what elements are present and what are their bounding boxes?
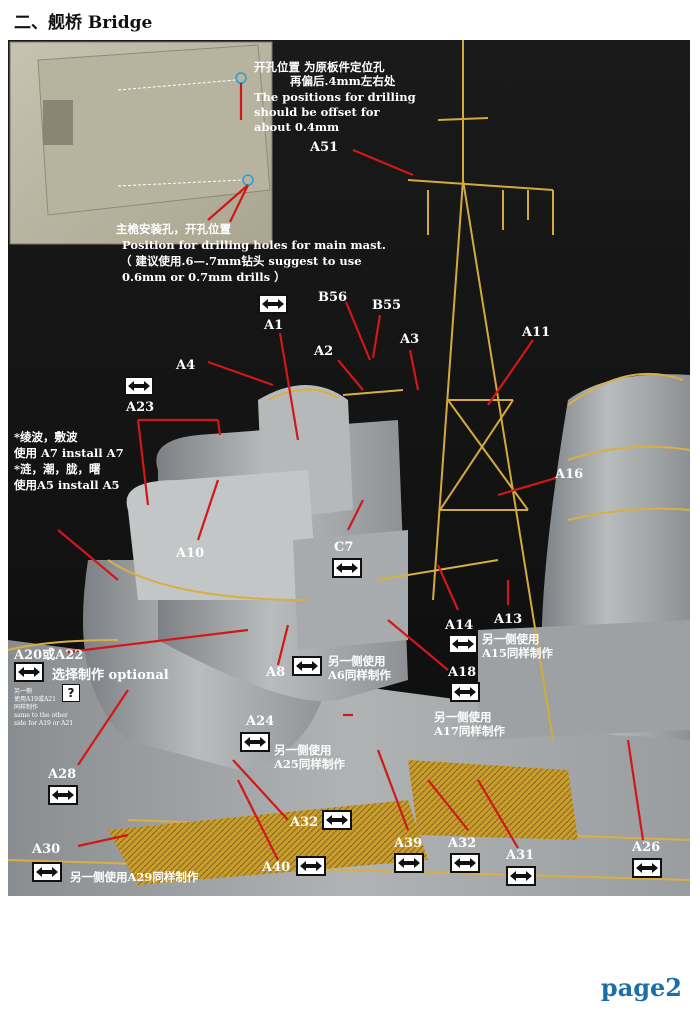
bridge-illustration — [8, 40, 690, 896]
double-arrow-icon — [452, 639, 474, 649]
inset-note-mast-en2: 0.6mm or 0.7mm drills ） — [122, 270, 286, 284]
double-arrow-icon — [262, 299, 284, 309]
label-a23: A23 — [126, 400, 155, 415]
orientation-arrow-icon — [292, 656, 322, 676]
note-optional: 选择制作 optional — [52, 668, 169, 683]
note-a20-tiny1: 另一侧 — [14, 688, 33, 695]
orientation-arrow-icon — [124, 376, 154, 396]
label-a24: A24 — [246, 714, 275, 729]
label-a28: A28 — [48, 767, 77, 782]
orientation-arrow-icon — [14, 662, 44, 682]
double-arrow-icon — [454, 687, 476, 697]
orientation-arrow-icon — [632, 858, 662, 878]
label-a51: A51 — [310, 140, 339, 155]
note-a8: 另一侧使用 — [328, 654, 386, 668]
label-a40: A40 — [262, 860, 291, 875]
orientation-arrow-icon — [450, 682, 480, 702]
label-a11: A11 — [522, 325, 551, 340]
double-arrow-icon — [636, 863, 658, 873]
label-a30: A30 — [32, 842, 61, 857]
inset-note-drill-offset-en2: should be offset for — [254, 105, 380, 119]
label-a16: A16 — [555, 467, 584, 482]
double-arrow-icon — [52, 790, 74, 800]
label-a31: A31 — [506, 848, 535, 863]
side-note-line2: 使用 A7 install A7 — [14, 446, 124, 460]
orientation-arrow-icon — [258, 294, 288, 314]
label-a2: A2 — [314, 344, 334, 359]
double-arrow-icon — [18, 667, 40, 677]
orientation-arrow-icon — [450, 853, 480, 873]
section-title: 二、舰桥 Bridge — [14, 13, 153, 33]
inset-note-drill-offset-cn: 开孔位置 为原板件定位孔 — [254, 60, 385, 74]
label-a14: A14 — [445, 618, 474, 633]
orientation-arrow-icon — [332, 558, 362, 578]
double-arrow-icon — [244, 737, 266, 747]
bridge-photo: 开孔位置 为原板件定位孔 再偏后.4mm左右处 The positions fo… — [8, 40, 690, 896]
orientation-arrow-icon — [240, 732, 270, 752]
label-a32-right: A32 — [448, 836, 477, 851]
note-a20-tiny3: 同样制作 — [14, 704, 39, 711]
label-a8: A8 — [266, 665, 286, 680]
note-a20-tiny5: side for A19 or A21 — [14, 720, 74, 727]
label-a1: A1 — [264, 318, 284, 333]
double-arrow-icon — [454, 858, 476, 868]
label-a32-left: A32 — [290, 815, 319, 830]
inset-note-mast-cn2: （ 建议使用.6—.7mm钻头 suggest to use — [120, 254, 362, 268]
inset-note-drill-offset-cn2: 再偏后.4mm左右处 — [290, 74, 396, 88]
note-a18b: A17同样制作 — [434, 724, 505, 738]
label-a39: A39 — [394, 836, 423, 851]
orientation-arrow-icon — [394, 853, 424, 873]
label-a18: A18 — [448, 665, 477, 680]
orientation-arrow-icon — [32, 862, 62, 882]
note-a20-tiny2: 使用A19或A21 — [14, 696, 56, 703]
question-icon: ? — [62, 684, 80, 702]
note-a8b: A6同样制作 — [328, 668, 391, 682]
label-a13: A13 — [494, 612, 523, 627]
double-arrow-icon — [296, 661, 318, 671]
label-a3: A3 — [400, 332, 420, 347]
note-a14: 另一侧使用 — [482, 632, 540, 646]
orientation-arrow-icon — [448, 634, 478, 654]
label-b55: B55 — [372, 298, 402, 313]
double-arrow-icon — [326, 815, 348, 825]
page-number: page2 — [600, 973, 682, 1002]
note-a30: 另一侧使用A29同样制作 — [70, 870, 199, 884]
inset-note-mast-cn: 主桅安装孔，开孔位置 — [116, 222, 231, 236]
label-a26: A26 — [632, 840, 661, 855]
inset-note-mast-en: Position for drilling holes for main mas… — [122, 238, 386, 252]
label-a10: A10 — [176, 546, 205, 561]
label-a4: A4 — [176, 358, 196, 373]
double-arrow-icon — [36, 867, 58, 877]
double-arrow-icon — [510, 871, 532, 881]
note-a24b: A25同样制作 — [274, 757, 345, 771]
side-note-line3: *涟，潮，胧，曙 — [14, 462, 101, 476]
label-b56: B56 — [318, 290, 348, 305]
note-a18: 另一侧使用 — [434, 710, 492, 724]
inset-note-drill-offset-en1: The positions for drilling — [254, 90, 416, 104]
orientation-arrow-icon — [506, 866, 536, 886]
label-c7: C7 — [334, 540, 354, 555]
side-note-line1: *绫波，敷波 — [14, 430, 78, 444]
double-arrow-icon — [300, 861, 322, 871]
orientation-arrow-icon — [48, 785, 78, 805]
orientation-arrow-icon — [322, 810, 352, 830]
label-a20-or-a22: A20或A22 — [14, 648, 84, 663]
double-arrow-icon — [336, 563, 358, 573]
double-arrow-icon — [398, 858, 420, 868]
orientation-arrow-icon — [296, 856, 326, 876]
note-a20-tiny4: same to the other — [14, 712, 68, 719]
inset-note-drill-offset-en3: about 0.4mm — [254, 120, 340, 134]
side-note-line4: 使用A5 install A5 — [14, 478, 120, 492]
note-a14b: A15同样制作 — [482, 646, 553, 660]
double-arrow-icon — [128, 381, 150, 391]
note-a24: 另一侧使用 — [274, 743, 332, 757]
